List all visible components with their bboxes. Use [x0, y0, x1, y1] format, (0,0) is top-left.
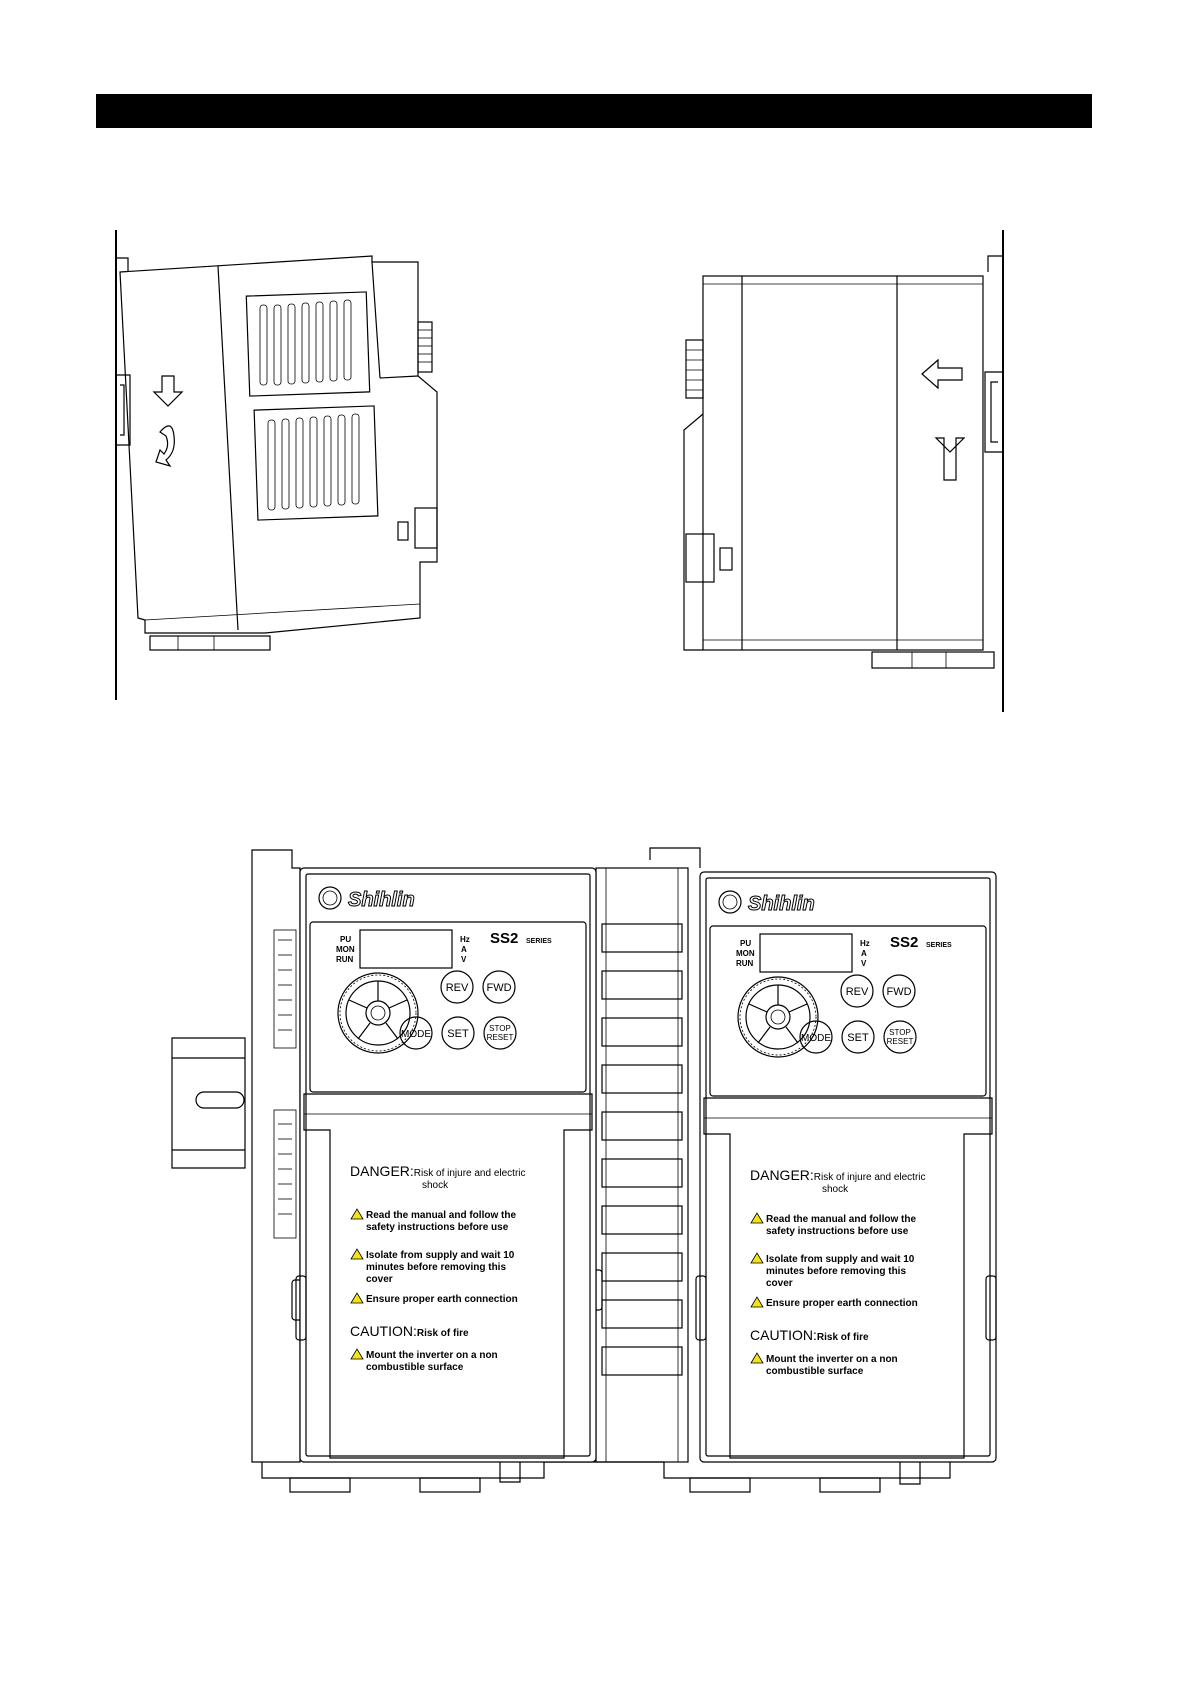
fwd-button[interactable]: FWD	[482, 970, 516, 1004]
inverter-unit-1: Shihlin PU MON RUN Hz A V SS2 SERIES RE	[295, 867, 597, 1463]
indicator-run: RUN	[336, 955, 354, 964]
svg-text:DANGER:Risk of injure and elec: DANGER:Risk of injure and electric	[750, 1167, 926, 1183]
danger-title: DANGER:	[750, 1167, 814, 1183]
inverter-unit-2: Shihlin PU MON RUN Hz A V SS2 SERIES REV	[695, 871, 997, 1463]
rev-label: REV	[846, 986, 869, 998]
caution-title: CAUTION:	[750, 1327, 817, 1343]
set-label: SET	[847, 1032, 869, 1044]
indicator-a: A	[861, 949, 867, 958]
svg-text:DANGER:Risk of injure and elec: DANGER:Risk of injure and electric	[350, 1163, 526, 1179]
warning-2-line-2: minutes before removing this	[366, 1262, 506, 1273]
brand-name: Shihlin	[348, 889, 415, 911]
warning-triangle-icon	[750, 1296, 764, 1308]
caution-1-line-1: Mount the inverter on a non	[766, 1354, 898, 1365]
shihlin-logo-icon	[718, 890, 742, 914]
warning-3-line-1: Ensure proper earth connection	[366, 1294, 518, 1305]
mode-label: MODE	[801, 1033, 831, 1044]
series-word: SERIES	[926, 942, 952, 949]
header-bar	[96, 94, 1092, 128]
shihlin-logo-icon	[318, 886, 342, 910]
brand-name: Shihlin	[748, 893, 815, 915]
warning-1-line-1: Read the manual and follow the	[366, 1210, 516, 1221]
danger-text-2: shock	[822, 1184, 849, 1195]
mode-button[interactable]: MODE	[399, 1016, 433, 1050]
series-word: SERIES	[526, 938, 552, 945]
front-view-assembly	[171, 847, 951, 1493]
caution-1-line-1: Mount the inverter on a non	[366, 1350, 498, 1361]
warning-triangle-icon	[350, 1248, 364, 1260]
warning-triangle-icon	[750, 1212, 764, 1224]
mode-label: MODE	[401, 1029, 431, 1040]
set-button[interactable]: SET	[841, 1020, 875, 1054]
reset-label: RESET	[887, 1037, 914, 1046]
warning-2-line-1: Isolate from supply and wait 10	[766, 1254, 915, 1265]
mode-button[interactable]: MODE	[799, 1020, 833, 1054]
fwd-label: FWD	[886, 986, 911, 998]
caution-1-line-2: combustible surface	[766, 1366, 864, 1377]
stop-label: STOP	[489, 1024, 511, 1033]
caution-title: CAUTION:	[350, 1323, 417, 1339]
fwd-label: FWD	[486, 982, 511, 994]
indicator-hz: Hz	[460, 935, 470, 944]
danger-text-2: shock	[422, 1180, 449, 1191]
caution-text: Risk of fire	[817, 1332, 869, 1343]
warning-triangle-icon	[750, 1252, 764, 1264]
warning-triangle-icon	[350, 1348, 364, 1360]
stop-label: STOP	[889, 1028, 911, 1037]
indicator-hz: Hz	[860, 939, 870, 948]
setting-dial[interactable]	[337, 972, 419, 1054]
warning-2-line-3: cover	[766, 1278, 793, 1289]
warning-2-line-2: minutes before removing this	[766, 1266, 906, 1277]
indicator-a: A	[461, 945, 467, 954]
danger-text-1: Risk of injure and electric	[414, 1168, 526, 1179]
side-view-left	[115, 230, 438, 700]
warning-triangle-icon	[350, 1292, 364, 1304]
warning-2-line-1: Isolate from supply and wait 10	[366, 1250, 515, 1261]
danger-text-1: Risk of injure and electric	[814, 1172, 926, 1183]
reset-label: RESET	[487, 1033, 514, 1042]
rev-label: REV	[446, 982, 469, 994]
indicator-mon: MON	[336, 945, 355, 954]
series-model: SS2	[490, 930, 518, 947]
svg-text:CAUTION:Risk of fire: CAUTION:Risk of fire	[750, 1327, 869, 1343]
set-button[interactable]: SET	[441, 1016, 475, 1050]
indicator-v: V	[861, 959, 867, 968]
svg-text:CAUTION:Risk of fire: CAUTION:Risk of fire	[350, 1323, 469, 1339]
rev-button[interactable]: REV	[840, 974, 874, 1008]
indicator-v: V	[461, 955, 467, 964]
warning-triangle-icon	[350, 1208, 364, 1220]
stop-reset-button[interactable]: STOP RESET	[883, 1020, 917, 1054]
warning-1-line-2: safety instructions before use	[366, 1222, 509, 1233]
rev-button[interactable]: REV	[440, 970, 474, 1004]
caution-1-line-2: combustible surface	[366, 1362, 464, 1373]
setting-dial[interactable]	[737, 976, 819, 1058]
side-view-right	[683, 230, 1004, 712]
indicator-mon: MON	[736, 949, 755, 958]
caution-text: Risk of fire	[417, 1328, 469, 1339]
series-model: SS2	[890, 934, 918, 951]
warning-1-line-1: Read the manual and follow the	[766, 1214, 916, 1225]
warning-1-line-2: safety instructions before use	[766, 1226, 909, 1237]
danger-title: DANGER:	[350, 1163, 414, 1179]
indicator-pu: PU	[340, 935, 351, 944]
indicator-run: RUN	[736, 959, 754, 968]
warning-triangle-icon	[750, 1352, 764, 1364]
set-label: SET	[447, 1028, 469, 1040]
indicator-pu: PU	[740, 939, 751, 948]
fwd-button[interactable]: FWD	[882, 974, 916, 1008]
warning-2-line-3: cover	[366, 1274, 393, 1285]
warning-3-line-1: Ensure proper earth connection	[766, 1298, 918, 1309]
stop-reset-button[interactable]: STOP RESET	[483, 1016, 517, 1050]
